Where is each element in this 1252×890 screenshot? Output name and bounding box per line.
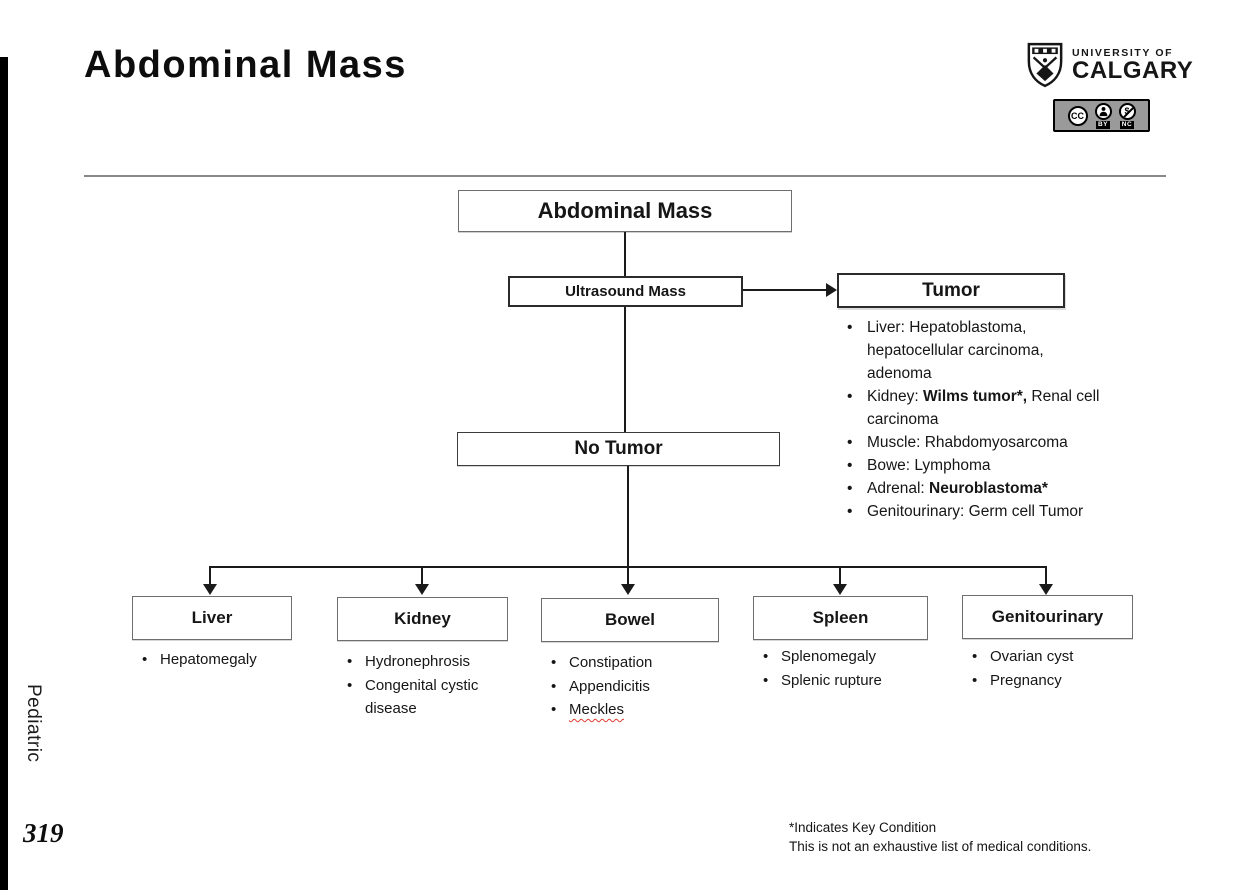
list-item: Hydronephrosis: [337, 650, 552, 674]
arrowhead-down-icon: [203, 584, 217, 595]
connector-branch-to-bowel: [627, 566, 629, 586]
connector-no-tumor-to-branch: [627, 466, 629, 568]
list-item: Splenomegaly: [753, 645, 968, 669]
connector-ultrasound-to-tumor: [743, 289, 828, 291]
connector-branch-to-spleen: [839, 566, 841, 586]
list-item: Muscle: Rhabdomyosarcoma: [840, 431, 1170, 454]
cc-by-label: BY: [1095, 120, 1111, 129]
list-item: Hepatomegaly: [132, 648, 347, 672]
node-tumor: Tumor: [837, 273, 1065, 308]
left-accent-bar: [0, 57, 8, 890]
connector-branch-to-liver: [209, 566, 211, 586]
list-item: Congenital cystic disease: [337, 674, 552, 721]
node-genitourinary: Genitourinary: [962, 595, 1133, 639]
list-item: Liver: Hepatoblastoma, hepatocellular ca…: [840, 316, 1170, 385]
tumor-findings-list: Liver: Hepatoblastoma, hepatocellular ca…: [840, 316, 1170, 523]
spleen-findings-list: SplenomegalySplenic rupture: [753, 645, 968, 692]
kidney-findings-list: HydronephrosisCongenital cystic disease: [337, 650, 552, 721]
cc-by-group: BY: [1094, 102, 1112, 129]
node-no-tumor: No Tumor: [457, 432, 780, 466]
genitourinary-findings-list: Ovarian cystPregnancy: [962, 645, 1177, 692]
list-item: Adrenal: Neuroblastoma*: [840, 477, 1170, 500]
node-ultrasound-mass: Ultrasound Mass: [508, 276, 743, 307]
list-item: Ovarian cyst: [962, 645, 1177, 669]
bowel-findings-list: ConstipationAppendicitisMeckles: [541, 651, 756, 722]
node-spleen: Spleen: [753, 596, 928, 640]
cc-text: CC: [1071, 110, 1084, 121]
page-number: 319: [23, 818, 64, 848]
node-liver: Liver: [132, 596, 292, 640]
list-item: Splenic rupture: [753, 669, 968, 693]
university-name-line1: UNIVERSITY OF: [1072, 47, 1174, 59]
university-name-line2: CALGARY: [1072, 57, 1194, 84]
university-logo-text: UNIVERSITY OF CALGARY: [1072, 47, 1193, 83]
list-item: Appendicitis: [541, 675, 756, 699]
section-label: Pediatric: [23, 684, 44, 763]
list-item: Genitourinary: Germ cell Tumor: [840, 500, 1170, 523]
footnote-line2: This is not an exhaustive list of medica…: [789, 838, 1092, 854]
university-logo: UNIVERSITY OF CALGARY: [1026, 42, 1193, 88]
page-title: Abdominal Mass: [84, 44, 407, 86]
header-divider: [84, 175, 1166, 177]
list-item: Constipation: [541, 651, 756, 675]
node-abdominal-mass: Abdominal Mass: [458, 190, 792, 232]
liver-findings-list: Hepatomegaly: [132, 648, 347, 672]
list-item: Bowe: Lymphoma: [840, 454, 1170, 477]
cc-nc-label: NC: [1119, 120, 1135, 129]
arrowhead-down-icon: [415, 584, 429, 595]
connector-root-to-ultrasound: [624, 232, 626, 276]
footnote: *Indicates Key Condition This is not an …: [789, 819, 1091, 856]
cc-nc-group: $ NC: [1118, 102, 1136, 129]
attribution-person-icon: [1094, 102, 1112, 120]
creative-commons-icon: CC: [1067, 105, 1088, 126]
connector-ultrasound-to-no-tumor: [624, 307, 626, 432]
cc-license-badge: CC BY $ NC: [1053, 99, 1150, 132]
non-commercial-icon: $: [1118, 102, 1136, 120]
arrowhead-down-icon: [621, 584, 635, 595]
list-item: Pregnancy: [962, 669, 1177, 693]
node-kidney: Kidney: [337, 597, 508, 641]
arrowhead-down-icon: [833, 584, 847, 595]
arrowhead-down-icon: [1039, 584, 1053, 595]
connector-branch-to-genitourinary: [1045, 566, 1047, 586]
university-crest-icon: [1027, 42, 1063, 88]
connector-branch-to-kidney: [421, 566, 423, 586]
list-item: Meckles: [541, 698, 756, 722]
footnote-line1: *Indicates Key Condition: [789, 820, 937, 835]
list-item: Kidney: Wilms tumor*, Renal cell carcino…: [840, 385, 1170, 431]
arrowhead-right-icon: [826, 283, 837, 297]
node-bowel: Bowel: [541, 598, 719, 642]
